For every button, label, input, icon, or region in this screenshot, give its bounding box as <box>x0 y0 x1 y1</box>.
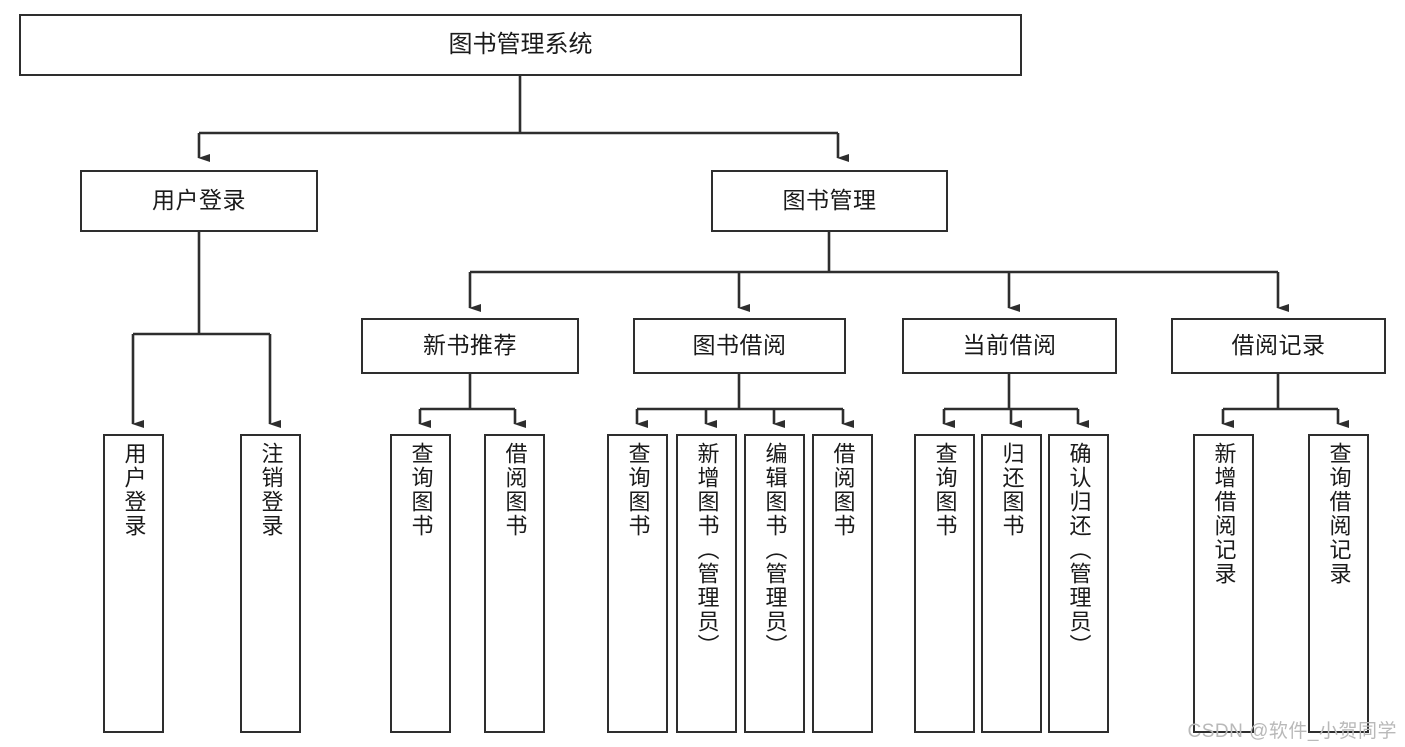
node-borrow-record[interactable]: 借阅记录 <box>1171 318 1386 374</box>
node-user-login[interactable]: 用户登录 <box>80 170 318 232</box>
node-book-management[interactable]: 图书管理 <box>711 170 948 232</box>
leaf-query-book-recommend[interactable]: 查询图书 <box>390 434 451 733</box>
node-label: 编辑图书（管理员） <box>762 442 788 658</box>
node-label: 借阅记录 <box>1231 332 1326 359</box>
node-label: 新书推荐 <box>423 332 517 359</box>
leaf-confirm-return[interactable]: 确认归还（管理员） <box>1048 434 1109 733</box>
leaf-edit-book[interactable]: 编辑图书（管理员） <box>744 434 805 733</box>
leaf-borrow-book[interactable]: 借阅图书 <box>812 434 873 733</box>
node-label: 图书借阅 <box>692 332 787 359</box>
node-label: 确认归还（管理员） <box>1066 442 1092 658</box>
node-label: 用户登录 <box>121 442 147 538</box>
node-label: 注销登录 <box>258 442 284 538</box>
leaf-add-book[interactable]: 新增图书（管理员） <box>676 434 737 733</box>
leaf-return-book[interactable]: 归还图书 <box>981 434 1042 733</box>
leaf-query-book-current[interactable]: 查询图书 <box>914 434 975 733</box>
leaf-query-borrow-record[interactable]: 查询借阅记录 <box>1308 434 1369 733</box>
node-label: 当前借阅 <box>962 332 1057 359</box>
node-label: 归还图书 <box>999 442 1025 538</box>
node-label: 查询图书 <box>932 442 958 538</box>
node-current-borrow[interactable]: 当前借阅 <box>902 318 1117 374</box>
node-label: 新增图书（管理员） <box>694 442 720 658</box>
watermark: CSDN @软件_小贺同学 <box>1187 721 1397 742</box>
leaf-borrow-book-recommend[interactable]: 借阅图书 <box>484 434 545 733</box>
node-label: 查询图书 <box>408 442 434 538</box>
node-book-borrow[interactable]: 图书借阅 <box>633 318 846 374</box>
node-label: 新增借阅记录 <box>1211 442 1237 586</box>
node-label: 用户登录 <box>152 187 246 214</box>
leaf-user-login[interactable]: 用户登录 <box>103 434 164 733</box>
node-label: 图书管理 <box>782 187 877 214</box>
node-label: 查询图书 <box>625 442 651 538</box>
leaf-query-book-borrow[interactable]: 查询图书 <box>607 434 668 733</box>
node-label: 查询借阅记录 <box>1326 442 1352 586</box>
node-new-book-recommend[interactable]: 新书推荐 <box>361 318 579 374</box>
leaf-add-borrow-record[interactable]: 新增借阅记录 <box>1193 434 1254 733</box>
node-root-system[interactable]: 图书管理系统 <box>19 14 1022 76</box>
node-label: 图书管理系统 <box>448 30 593 58</box>
leaf-logout-login[interactable]: 注销登录 <box>240 434 301 733</box>
node-label: 借阅图书 <box>830 442 856 538</box>
node-label: 借阅图书 <box>502 442 528 538</box>
